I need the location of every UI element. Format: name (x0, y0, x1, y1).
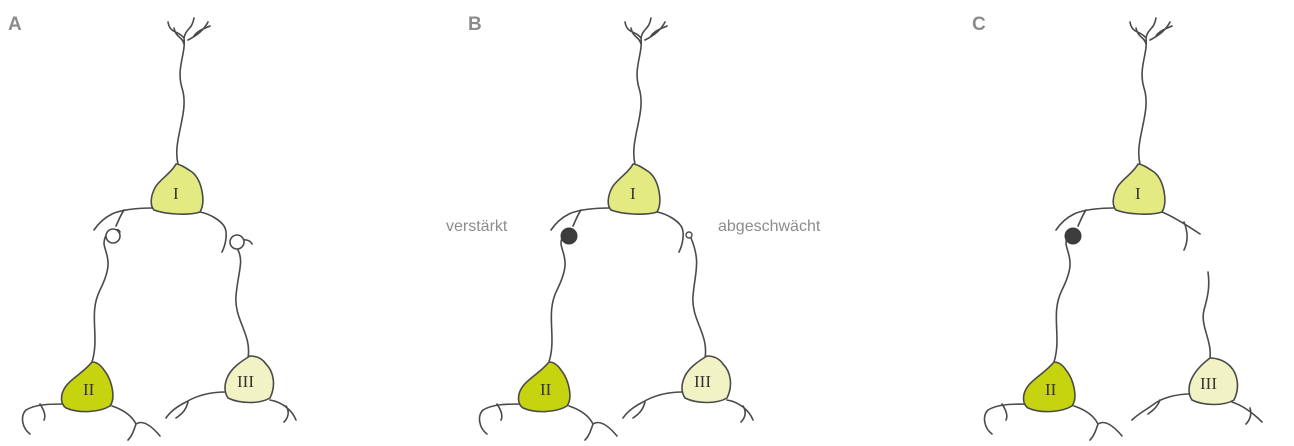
synapse-ii-open (106, 229, 120, 243)
neuron-i: I (551, 18, 683, 252)
neuron-i: I (1056, 18, 1200, 250)
axon-ii (549, 232, 569, 362)
axon-iii-retracted (1203, 272, 1210, 358)
axon-ii (1054, 232, 1074, 362)
panel-b: B I II III verstärkt abgeschwächt (446, 14, 821, 440)
synapse-ii-strengthened (1065, 228, 1081, 244)
axon-ii (92, 232, 112, 362)
panel-a: A I II III (8, 14, 296, 440)
panel-c: C I II III (972, 14, 1262, 440)
neuron-ii-label: II (83, 380, 95, 399)
annotation-strengthened: verstärkt (446, 218, 508, 235)
neuron-iii-label: III (694, 372, 711, 391)
neuron-iii: III (1132, 358, 1262, 424)
neuron-ii-label: II (1045, 380, 1057, 399)
neuron-ii: II (985, 362, 1122, 440)
neuron-i-label: I (173, 184, 179, 203)
neuron-i-apical-dendrite (625, 18, 667, 164)
neuron-iii: III (623, 356, 753, 422)
synapse-iii-weakened (686, 232, 692, 238)
neuron-i-label: I (1135, 184, 1141, 203)
neuron-i-apical-dendrite (1130, 18, 1172, 164)
panel-label-a: A (8, 14, 22, 35)
panel-label-c: C (972, 14, 986, 35)
neuron-i-label: I (630, 184, 636, 203)
panel-label-b: B (468, 14, 482, 35)
neuron-ii: II (23, 362, 160, 440)
synapse-ii-strengthened (561, 228, 577, 244)
synapse-iii-open (230, 235, 244, 249)
neuron-i: I (94, 18, 226, 252)
annotation-weakened: abgeschwächt (718, 218, 821, 235)
neuron-iii: III (166, 356, 296, 422)
neuron-iii-label: III (1200, 374, 1217, 393)
neuron-ii: II (480, 362, 617, 440)
neuron-iii-label: III (237, 372, 254, 391)
neuron-ii-label: II (540, 380, 552, 399)
axon-iii (236, 250, 249, 358)
axon-iii (691, 238, 706, 358)
neuron-i-apical-dendrite (168, 18, 210, 164)
